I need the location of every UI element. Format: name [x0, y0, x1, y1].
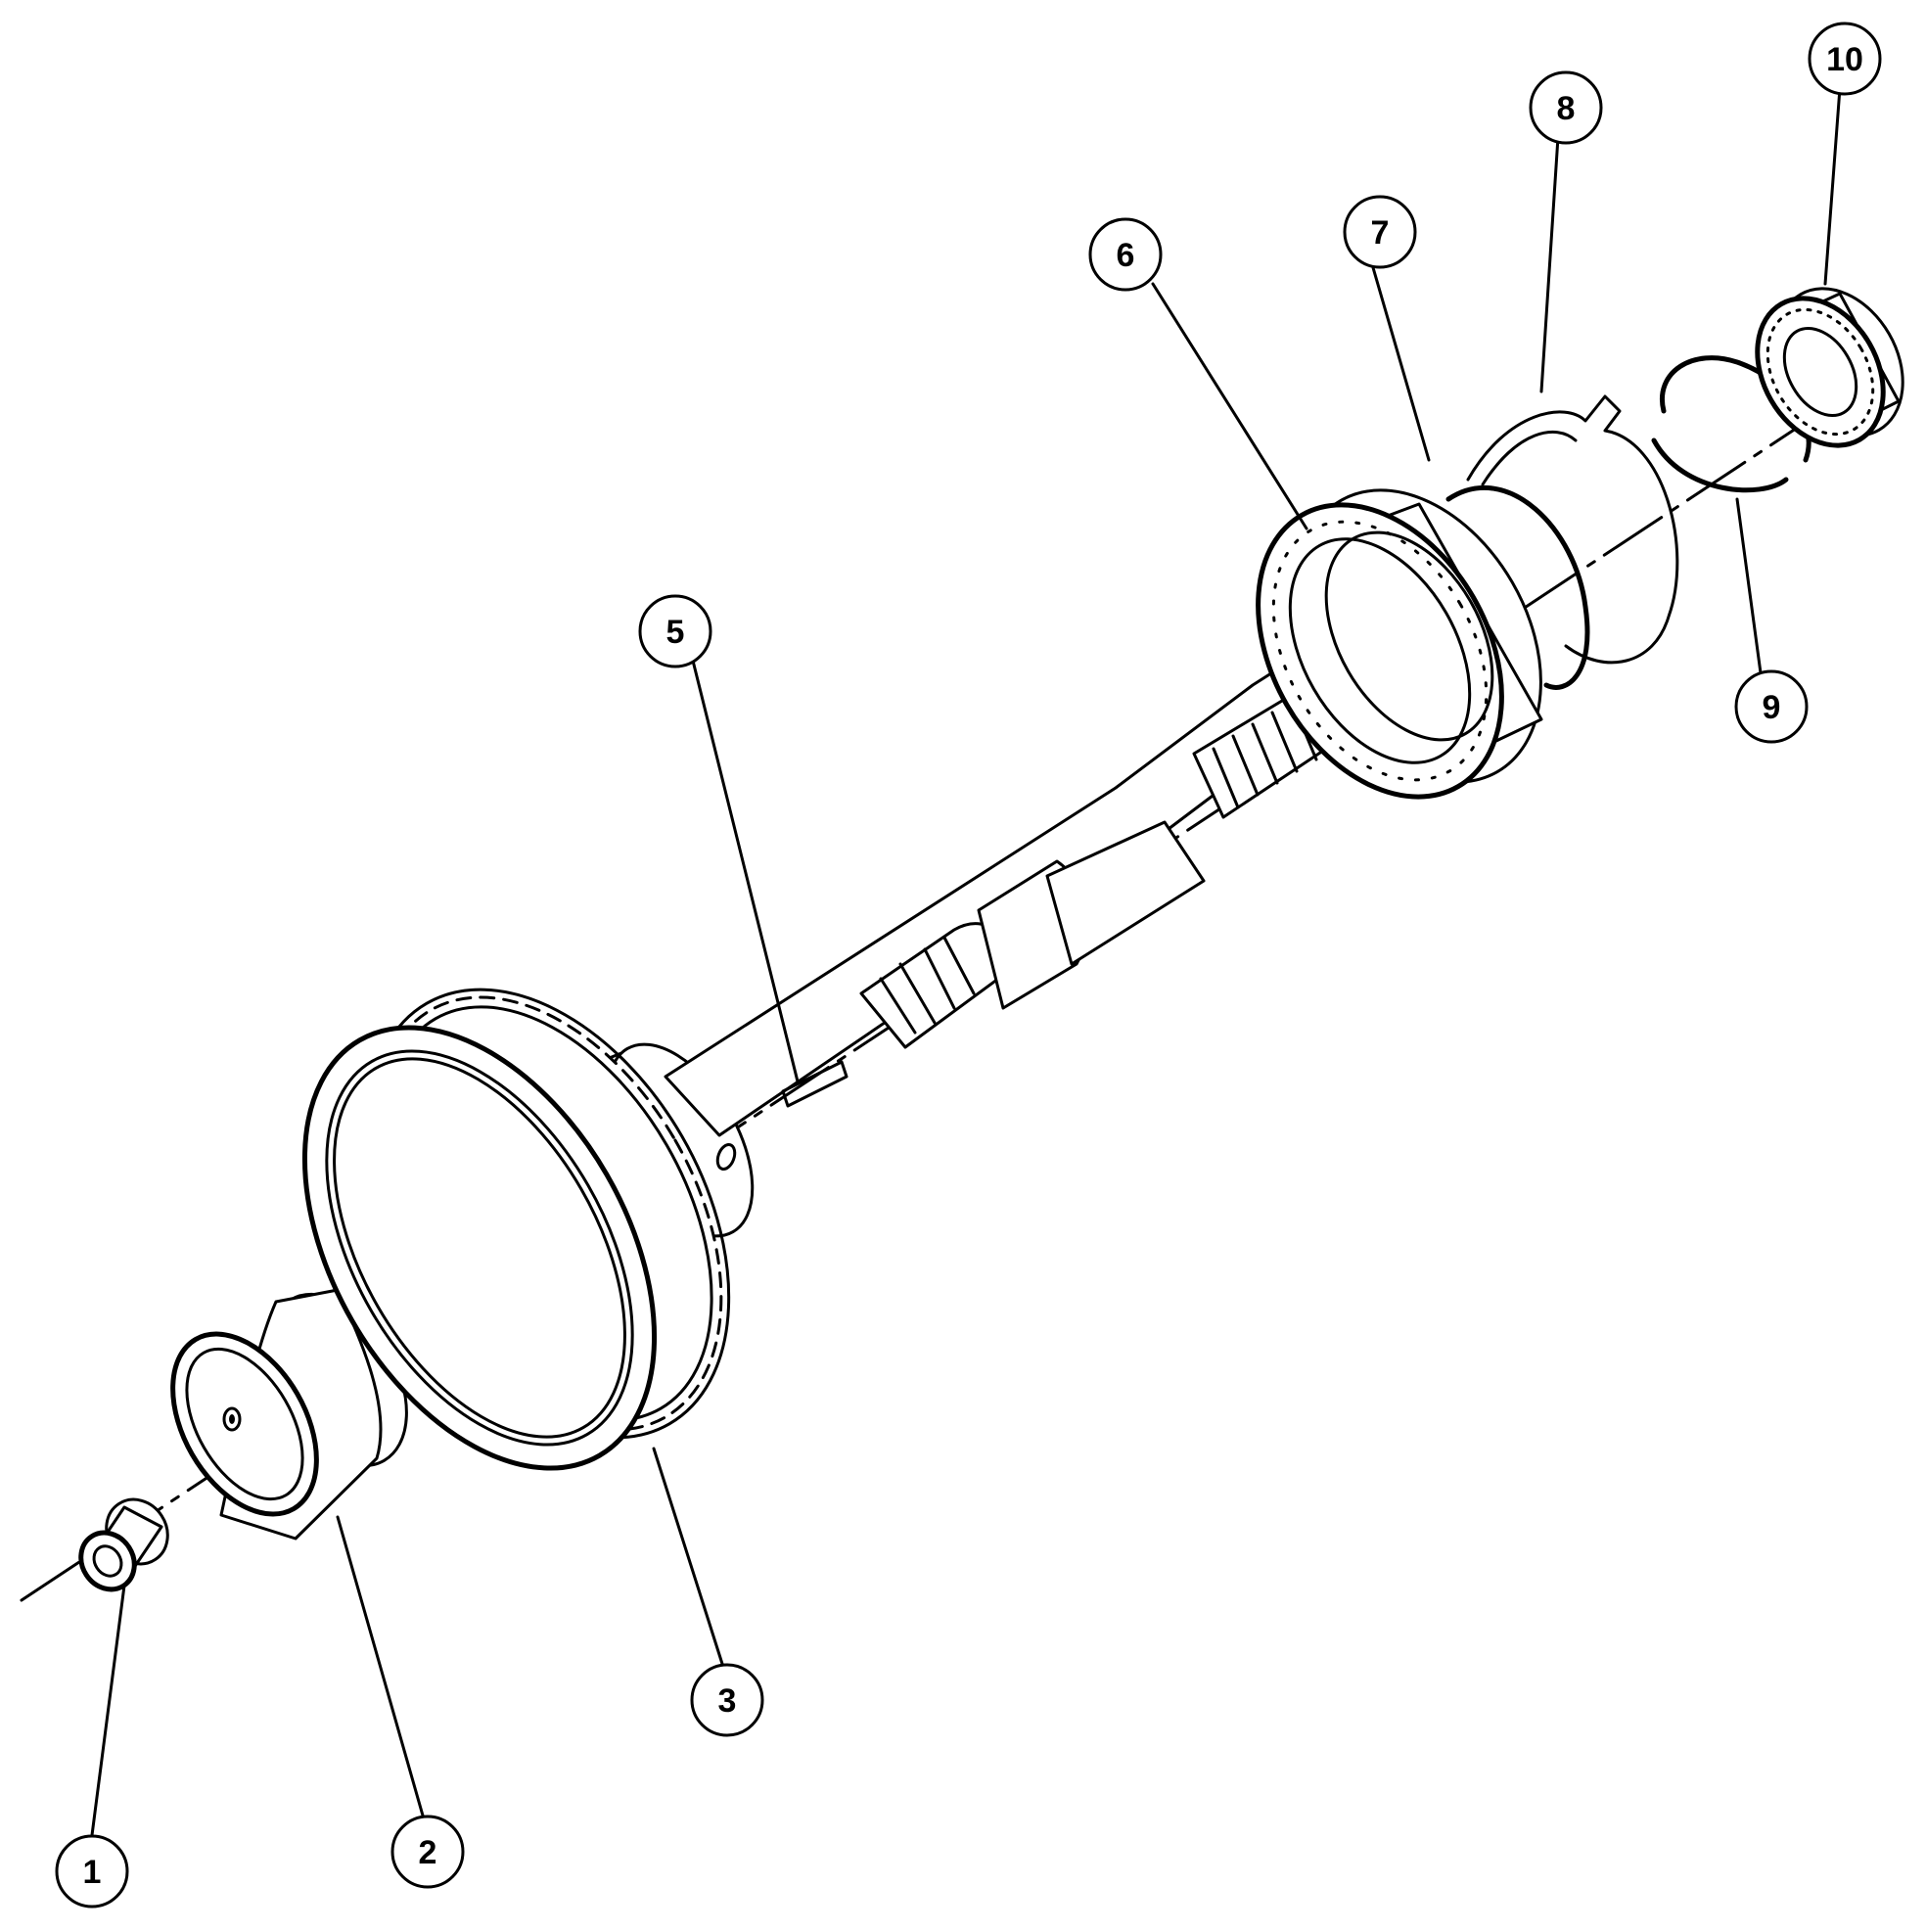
part-6-ball-bearing	[1256, 488, 1543, 800]
callout-9-label: 9	[1763, 689, 1781, 726]
callout-7: 7	[1343, 195, 1417, 269]
callout-2: 2	[390, 1815, 465, 1889]
callout-5-label: 5	[666, 614, 685, 651]
part-8-retainer	[1466, 394, 1679, 665]
callout-5: 5	[638, 594, 712, 668]
callout-3-label: 3	[718, 1682, 737, 1720]
callout-7-label: 7	[1371, 214, 1390, 252]
callout-10: 10	[1808, 22, 1882, 96]
callout-2-label: 2	[419, 1834, 437, 1871]
leader-lines	[90, 86, 1842, 1837]
callout-8: 8	[1529, 70, 1603, 145]
callout-6-label: 6	[1117, 237, 1135, 274]
callout-10-label: 10	[1826, 41, 1863, 78]
part-7-snap-ring	[1445, 484, 1590, 690]
callout-1: 1	[55, 1834, 129, 1909]
part-2-sleeve	[170, 1288, 408, 1541]
part-3-gear	[301, 988, 755, 1471]
callout-3: 3	[690, 1663, 764, 1737]
callout-6: 6	[1088, 217, 1163, 292]
part-10-needle-bearing	[1755, 287, 1904, 448]
part-1-bushing	[78, 1497, 169, 1592]
callout-9: 9	[1734, 669, 1809, 744]
callout-1-label: 1	[83, 1854, 102, 1891]
callout-8-label: 8	[1557, 90, 1576, 127]
